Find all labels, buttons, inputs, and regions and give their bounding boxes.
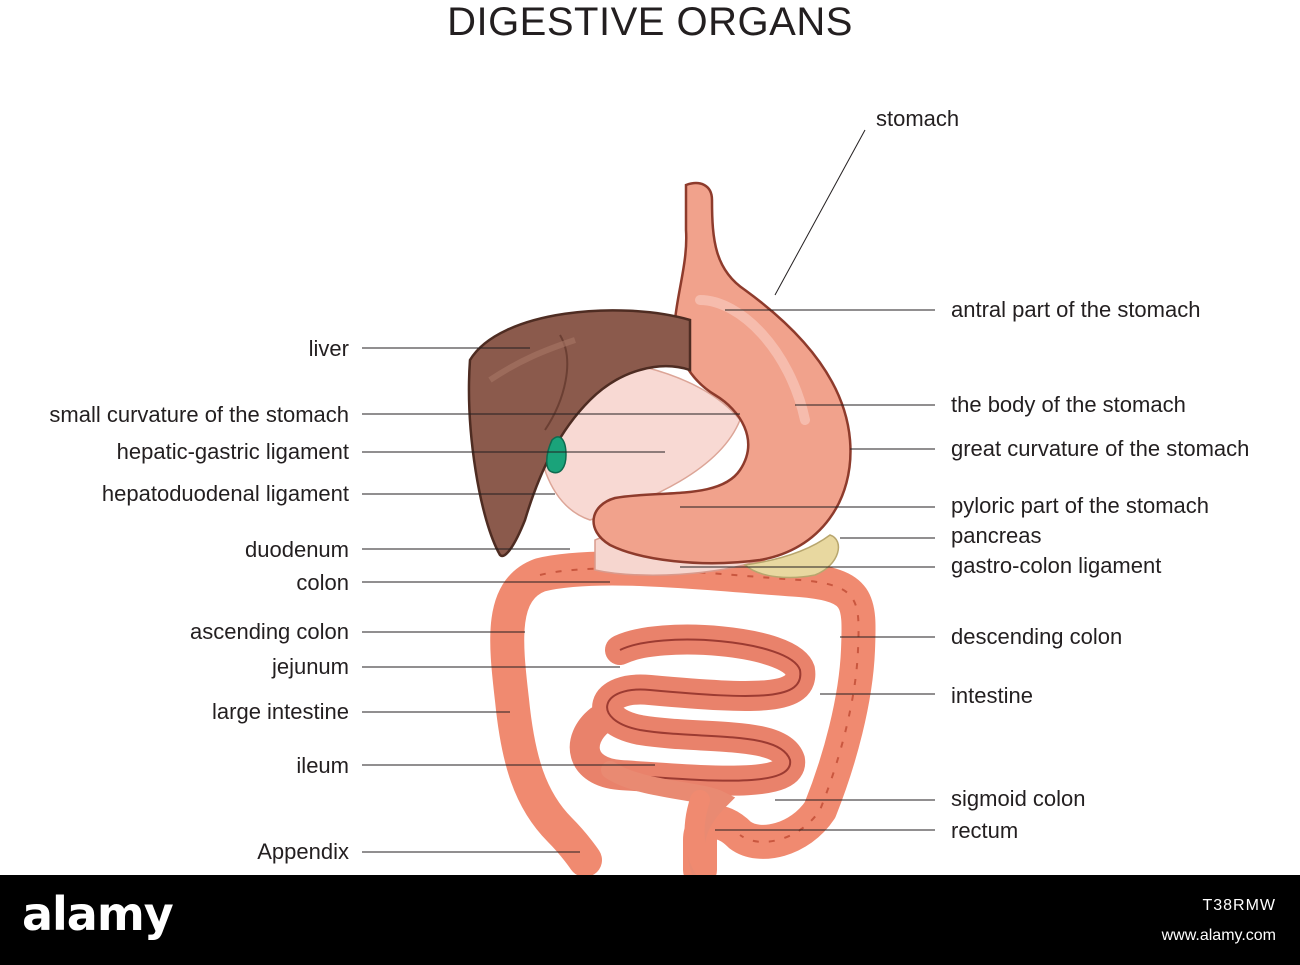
label-duodenum: duodenum	[245, 537, 349, 562]
site-url: www.alamy.com	[1161, 927, 1276, 944]
label-intestine: intestine	[951, 683, 1033, 708]
label-pyloric-part: pyloric part of the stomach	[951, 493, 1210, 518]
label-gastro-colon-ligament: gastro-colon ligament	[951, 553, 1162, 578]
rectum-shape	[684, 790, 715, 880]
leader-lines-left	[362, 347, 740, 853]
label-ileum: ileum	[296, 753, 349, 778]
label-descending-colon: descending colon	[951, 624, 1123, 649]
label-jejunum: jejunum	[271, 654, 349, 679]
label-hepatic-gastric-ligament: hepatic-gastric ligament	[116, 439, 349, 464]
page-title: DIGESTIVE ORGANS	[447, 0, 853, 44]
label-body-of-stomach: the body of the stomach	[951, 392, 1186, 417]
stomach-shape	[592, 181, 852, 565]
brand-logo: alamy	[22, 887, 174, 941]
label-pancreas: pancreas	[951, 523, 1042, 548]
label-small-curvature: small curvature of the stomach	[49, 402, 349, 427]
liver-shape	[467, 309, 692, 558]
footer-bar: alamy T38RMW www.alamy.com	[0, 875, 1300, 965]
label-appendix: Appendix	[257, 839, 349, 864]
colon-shape	[490, 551, 876, 887]
label-hepatoduodenal-ligament: hepatoduodenal ligament	[101, 481, 349, 506]
appendix-shape	[570, 840, 590, 867]
label-ascending-colon: ascending colon	[189, 619, 349, 644]
image-id: T38RMW	[1202, 897, 1276, 914]
leader-lines-right	[680, 129, 935, 831]
label-colon: colon	[296, 570, 349, 595]
label-large-intestine: large intestine	[212, 699, 349, 724]
gallbladder-shape	[546, 436, 567, 474]
label-rectum: rectum	[951, 818, 1019, 843]
label-antral-part: antral part of the stomach	[951, 297, 1201, 322]
label-stomach: stomach	[876, 106, 960, 131]
label-liver: liver	[308, 336, 349, 361]
label-sigmoid-colon: sigmoid colon	[951, 786, 1086, 811]
label-great-curvature: great curvature of the stomach	[951, 436, 1250, 461]
